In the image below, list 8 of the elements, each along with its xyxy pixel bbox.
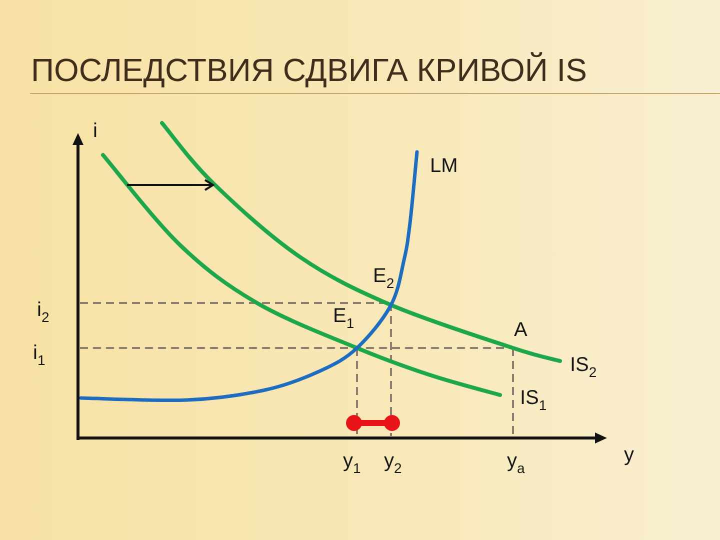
tick-label: i$_{1}$ xyxy=(33,343,46,367)
slide-title: ПОСЛЕДСТВИЯ СДВИГА КРИВОЙ IS xyxy=(31,54,588,86)
tick-label: y$_{a}$ xyxy=(507,451,525,475)
tick-label: y$_{2}$ xyxy=(384,451,402,475)
curve-label: IS$_{2}$ xyxy=(570,355,597,379)
tick-label: i$_{2}$ xyxy=(37,300,50,324)
axis-label: y xyxy=(624,445,634,465)
tick-label: y$_{1}$ xyxy=(343,451,361,475)
